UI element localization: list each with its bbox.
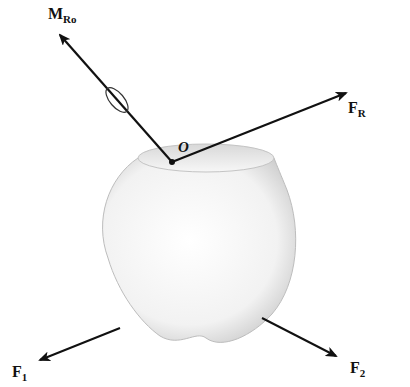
point-o [169, 159, 175, 165]
moment-vector [60, 35, 172, 162]
resultant-force-vector [172, 93, 346, 162]
point-label: O [178, 140, 189, 155]
force-label: F2 [350, 360, 365, 379]
moment-label: MRo [48, 6, 77, 25]
force-label: F1 [12, 364, 27, 383]
force-1-vector [40, 328, 120, 360]
force-2-vector [262, 318, 336, 356]
body-outline [103, 158, 296, 342]
moment-rotation-loop [102, 84, 132, 116]
resultant-force-label: FR [348, 100, 366, 119]
